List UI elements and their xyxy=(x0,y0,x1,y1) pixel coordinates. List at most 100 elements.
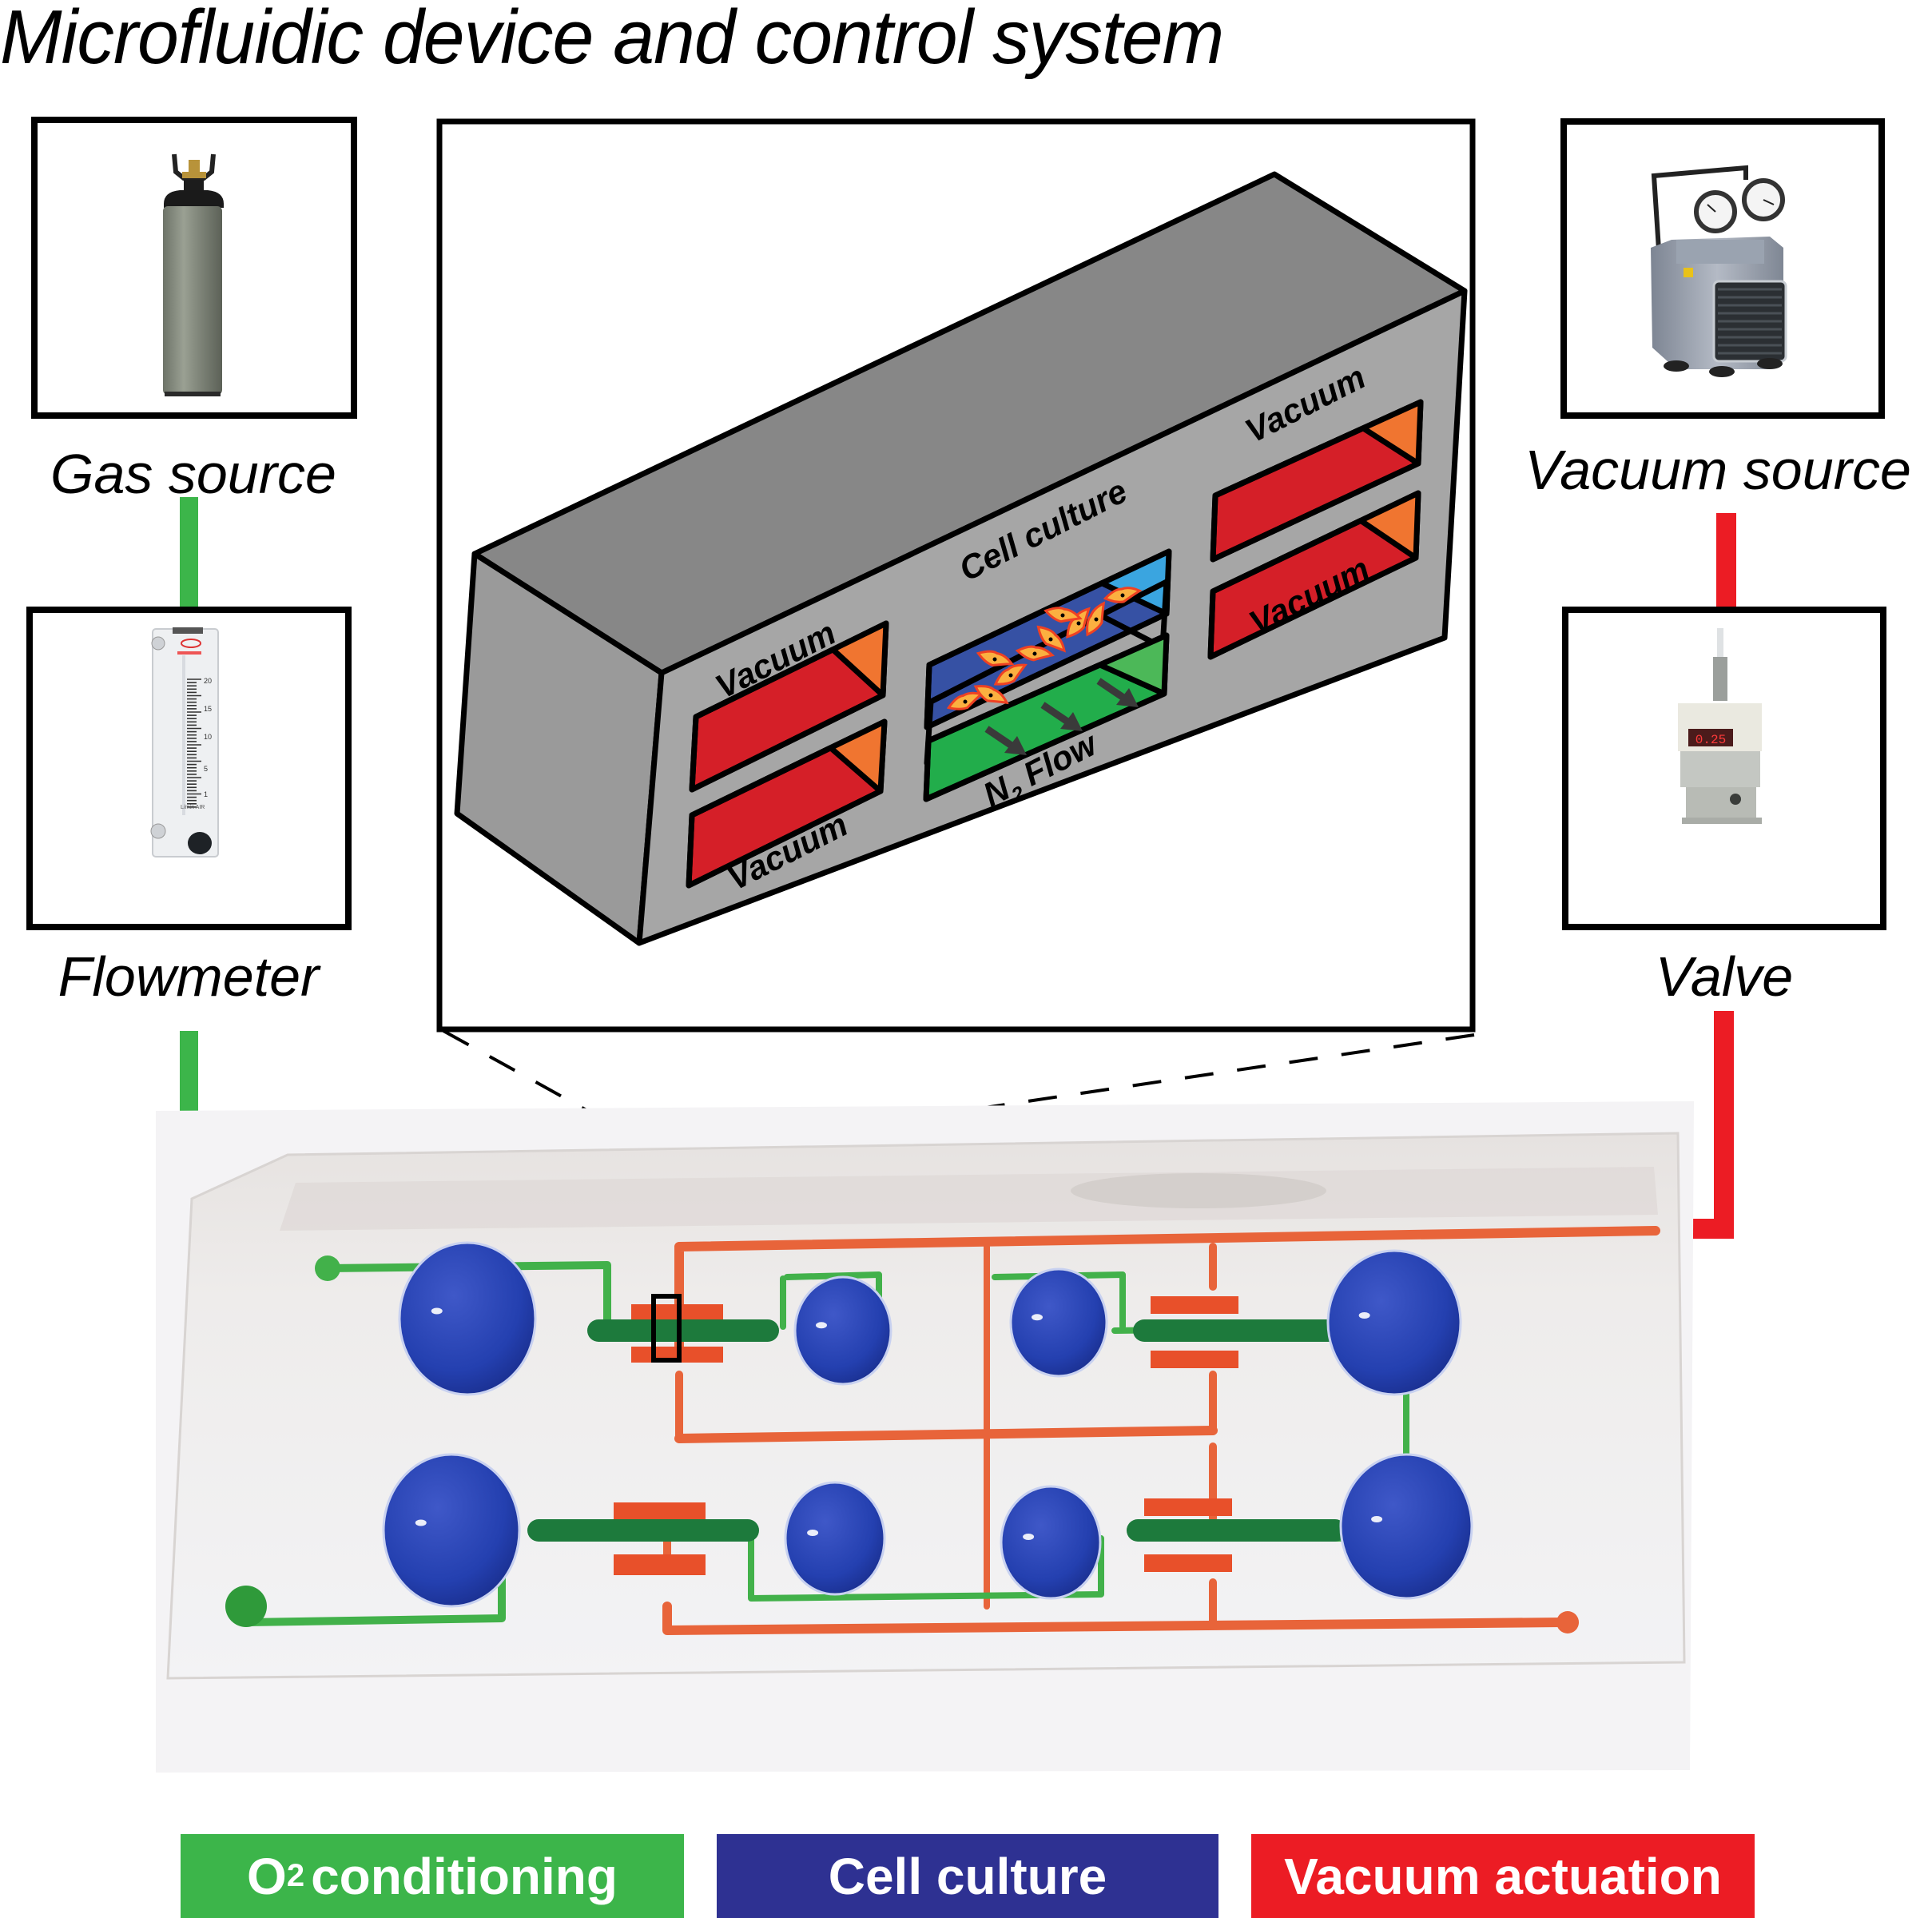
n2-flow-channel-back-wall xyxy=(1099,635,1167,694)
vacuum-source-panel xyxy=(1560,118,1885,419)
flowmeter-unit-label: L/min AIR xyxy=(181,805,205,810)
gas-line-segment xyxy=(180,497,198,609)
cell-nucleus xyxy=(992,657,997,662)
vacuum-pad xyxy=(1151,1351,1238,1368)
vacuum-channel-right-bottom-edge xyxy=(1359,518,1417,560)
vacuum-channel-right-bottom-outline xyxy=(1207,490,1421,660)
valve-panel: 0.25 xyxy=(1562,607,1886,930)
flowmeter-knob xyxy=(188,832,212,854)
valve-label: Valve xyxy=(1655,945,1794,1008)
flowmeter-tick-label: 15 xyxy=(204,705,212,713)
cell-culture-well xyxy=(1339,1453,1473,1600)
vacuum-pad xyxy=(614,1502,706,1520)
flowmeter-tick-label: 10 xyxy=(204,733,212,741)
vacuum-channel-left-bottom-outline xyxy=(686,718,888,889)
vacuum-channel-left-top-back-wall xyxy=(833,623,886,695)
flowmeter-tick-label: 1 xyxy=(204,790,208,798)
diffusion-arrow-head xyxy=(1116,688,1139,707)
diffusion-arrow-head xyxy=(1004,736,1027,755)
vacuum-channel-left-top-edge xyxy=(830,647,885,698)
vacuum-line-segment xyxy=(1716,513,1736,607)
gas-inlet-port xyxy=(315,1255,340,1281)
vacuum-channel xyxy=(662,1602,1567,1635)
well-reflection xyxy=(1358,1312,1370,1319)
cell-icon xyxy=(1015,645,1055,662)
well-reflection xyxy=(816,1322,827,1329)
vacuum-pad xyxy=(1144,1498,1232,1516)
legend-cell-culture: Cell culture xyxy=(717,1834,1218,1918)
n2-flow-channel-edge xyxy=(1099,662,1166,697)
zoom-region-marker xyxy=(651,1294,682,1363)
figure-title: Microfluidic device and control system xyxy=(0,0,1224,80)
well-reflection xyxy=(1023,1534,1035,1540)
flowmeter-panel: 20 15 10 5 1 L/min AIR xyxy=(26,607,352,930)
vacuum-channel-left-bottom-edge xyxy=(829,746,883,794)
cell-culture-well xyxy=(382,1453,521,1608)
vacuum-line-to-device xyxy=(1550,1011,1734,1239)
gas-cylinder-icon xyxy=(163,153,224,396)
gas-source-panel xyxy=(31,117,357,419)
vacuum-pad xyxy=(614,1554,706,1575)
cell-culture-well xyxy=(784,1481,886,1596)
cell-nucleus xyxy=(1060,613,1065,618)
vacuum-pad xyxy=(1151,1296,1238,1314)
valve-regulator-icon: 0.25 xyxy=(1678,628,1762,824)
cell-icon xyxy=(976,650,1015,667)
flowmeter-icon: 20 15 10 5 1 L/min AIR xyxy=(150,627,219,858)
vacuum-port xyxy=(1556,1611,1579,1633)
gas-flow-segment xyxy=(1127,1519,1346,1542)
cell-culture-well xyxy=(793,1275,892,1386)
vacuum-channel-right-top-edge xyxy=(1362,425,1420,466)
cell-nucleus xyxy=(988,693,993,698)
well-reflection xyxy=(1032,1314,1043,1321)
gas-outlet-port xyxy=(225,1586,267,1627)
gas-flow-segment xyxy=(587,1319,779,1342)
flowmeter-tick-label: 20 xyxy=(204,677,212,685)
vacuum-channel-left-top-outline xyxy=(689,620,889,793)
diffusion-arrow-head xyxy=(1060,712,1083,731)
vacuum-pad xyxy=(1144,1554,1232,1572)
well-reflection xyxy=(415,1519,427,1526)
n2-flow-channel-outline xyxy=(923,632,1170,802)
legend-o2-main: O xyxy=(247,1847,287,1905)
vacuum-channel-right-bottom-back-wall xyxy=(1361,493,1418,558)
gas-flow-segment xyxy=(527,1519,759,1542)
cell-icon xyxy=(1036,625,1066,653)
well-reflection xyxy=(431,1307,443,1315)
cell-nucleus xyxy=(1048,637,1053,642)
cell-icon xyxy=(1103,587,1143,603)
flowmeter-label: Flowmeter xyxy=(58,945,320,1008)
cell-culture-well xyxy=(1000,1485,1102,1600)
cell-nucleus xyxy=(1120,593,1125,598)
valve-display-reading: 0.25 xyxy=(1695,733,1726,747)
cell-nucleus xyxy=(1094,617,1099,622)
legend-o2-sub: 2 xyxy=(286,1858,305,1893)
vacuum-source-label: Vacuum source xyxy=(1525,439,1911,501)
cell-icon xyxy=(1044,607,1083,623)
cell-culture-well xyxy=(1009,1267,1108,1378)
gas-channel xyxy=(748,1535,1104,1602)
flowmeter-tick-label: 5 xyxy=(204,765,208,773)
cell-nucleus xyxy=(963,699,968,704)
legend-vacuum-actuation: Vacuum actuation xyxy=(1251,1834,1755,1918)
vacuum-channel xyxy=(674,1426,1218,1443)
cell-icon xyxy=(993,663,1028,686)
vacuum-channel-right-top-outline xyxy=(1210,399,1424,563)
cell-icon xyxy=(1066,607,1091,639)
cell-culture-well xyxy=(398,1241,537,1396)
cell-nucleus xyxy=(1008,673,1013,678)
vacuum-channel-right-top-back-wall xyxy=(1363,402,1421,464)
cell-culture-well xyxy=(1326,1249,1462,1396)
legend-o2-rest: conditioning xyxy=(311,1847,618,1905)
well-reflection xyxy=(1371,1516,1383,1522)
gas-source-label: Gas source xyxy=(50,443,336,505)
cell-nucleus xyxy=(1076,621,1081,626)
gas-flow-segment xyxy=(1133,1319,1353,1342)
cell-culture-channel-back-wall xyxy=(1102,551,1169,614)
cell-icon xyxy=(973,685,1009,705)
vacuum-channel-left-bottom-back-wall xyxy=(830,722,885,791)
